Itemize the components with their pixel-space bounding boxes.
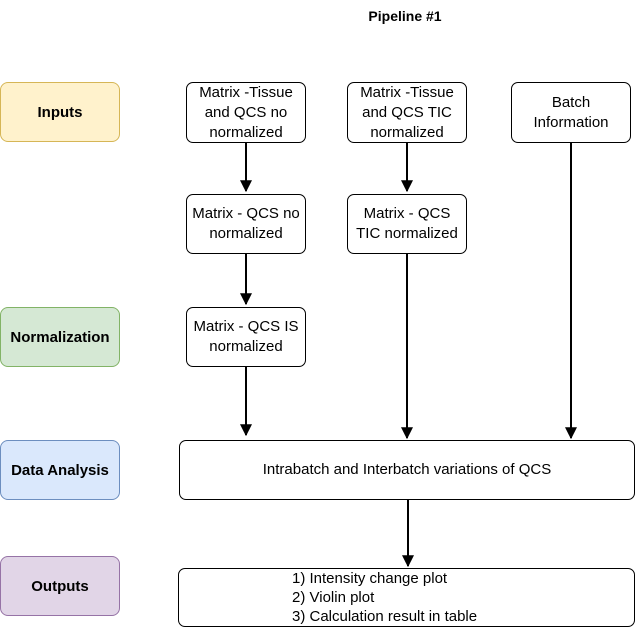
stage-inputs-label: Inputs [37, 103, 83, 121]
outputs-list: 1) Intensity change plot 2) Violin plot … [292, 569, 477, 626]
box-matrix-tissue-qcs-no-normalized: Matrix -Tissue and QCS no normalized [186, 82, 306, 143]
stage-data-analysis-label: Data Analysis [11, 461, 109, 479]
box-analysis: Intrabatch and Interbatch variations of … [179, 440, 635, 500]
box-matrix-qcs-tic-normalized: Matrix - QCS TIC normalized [347, 194, 467, 254]
output-item: 3) Calculation result in table [292, 608, 478, 625]
box-matrix-qcs-no-normalized: Matrix - QCS no normalized [186, 194, 306, 254]
stage-data-analysis: Data Analysis [0, 440, 120, 500]
box-matrix-qcs-is-normalized: Matrix - QCS IS normalized [186, 307, 306, 367]
stage-normalization-label: Normalization [10, 328, 110, 346]
stage-normalization: Normalization [0, 307, 120, 367]
output-item: 2) Violin plot [292, 589, 375, 606]
output-item: 1) Intensity change plot [292, 570, 448, 587]
stage-outputs: Outputs [0, 556, 120, 616]
box-matrix-tissue-qcs-tic-normalized: Matrix -Tissue and QCS TIC normalized [347, 82, 467, 143]
stage-outputs-label: Outputs [31, 577, 89, 595]
box-batch-information: Batch Information [511, 82, 631, 143]
stage-inputs: Inputs [0, 82, 120, 142]
diagram-title: Pipeline #1 [368, 8, 442, 24]
box-outputs: 1) Intensity change plot 2) Violin plot … [178, 568, 635, 627]
